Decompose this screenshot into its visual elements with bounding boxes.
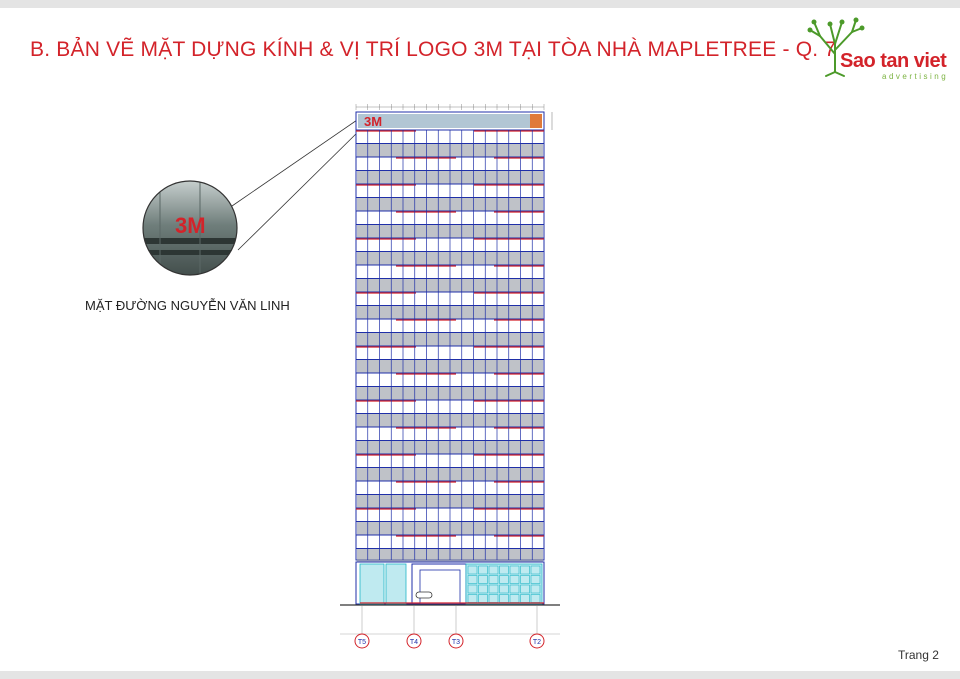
street-label: MẶT ĐƯỜNG NGUYỄN VĂN LINH bbox=[85, 298, 290, 313]
zoom-logo-text: 3M bbox=[175, 213, 206, 238]
axis-marker bbox=[529, 633, 545, 649]
facade-logo-text: 3M bbox=[364, 114, 382, 129]
axis-marker bbox=[354, 633, 370, 649]
logo-zoom-detail: 3M bbox=[142, 180, 238, 276]
top-border-band bbox=[0, 0, 960, 8]
ground-floor bbox=[340, 561, 560, 606]
page-number: Trang 2 bbox=[898, 648, 939, 662]
tree-icon bbox=[807, 17, 865, 77]
grid-axes: T5 T4 T3 T2 bbox=[340, 606, 560, 649]
axis-marker-label: T3 bbox=[452, 639, 460, 646]
company-logo: Sao tan viet advertising bbox=[800, 14, 950, 84]
bottom-border-band bbox=[0, 671, 960, 679]
logo-tagline: advertising bbox=[882, 72, 949, 81]
callout-line-top bbox=[231, 117, 361, 207]
axis-marker-label: T2 bbox=[533, 639, 541, 646]
page-title: B. BẢN VẼ MẶT DỰNG KÍNH & VỊ TRÍ LOGO 3M… bbox=[30, 38, 837, 61]
callout-line-bottom bbox=[237, 127, 363, 251]
axis-marker-label: T4 bbox=[410, 639, 418, 646]
axis-marker bbox=[448, 633, 464, 649]
axis-marker bbox=[406, 633, 422, 649]
building-facade: 3M bbox=[355, 104, 553, 562]
axis-marker-label: T5 bbox=[358, 639, 366, 646]
logo-brand-text: Sao tan viet bbox=[840, 50, 947, 72]
facade-elevation-drawing: 3M 3M bbox=[142, 104, 560, 649]
